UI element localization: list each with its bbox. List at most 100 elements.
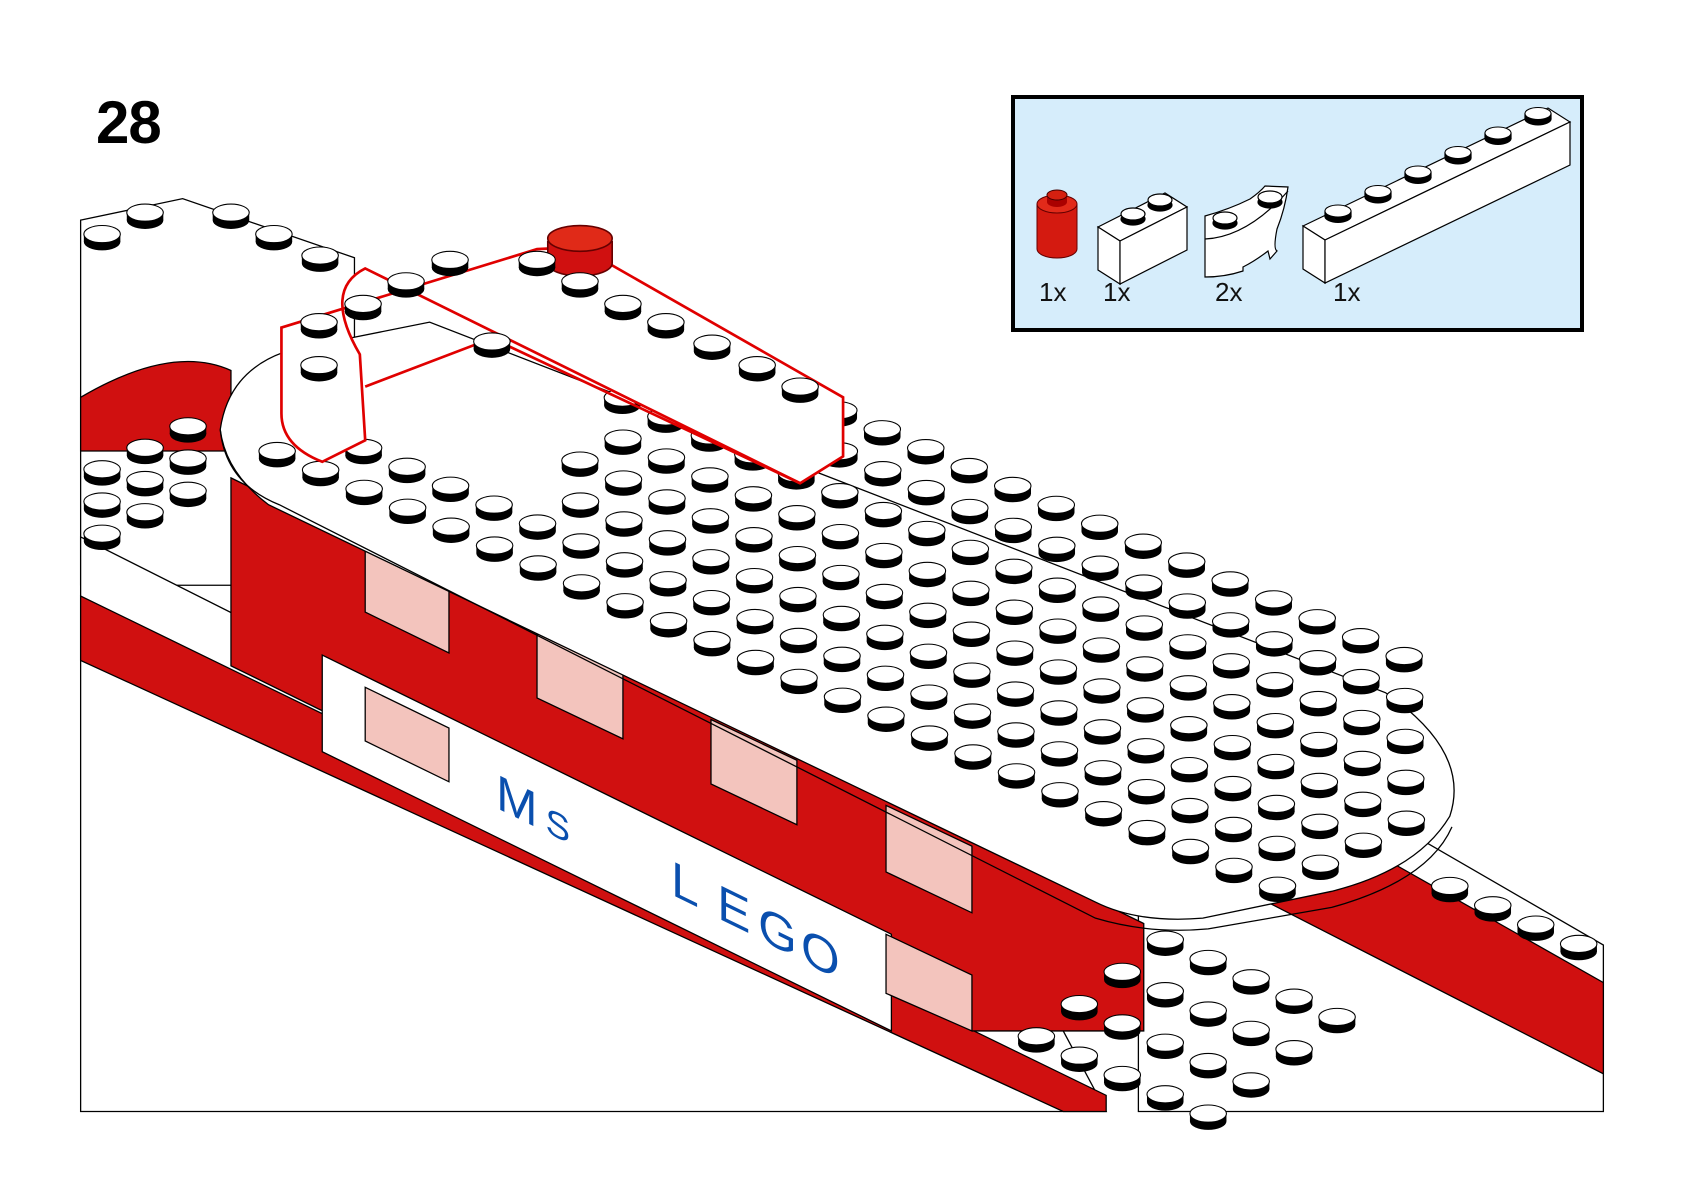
stud <box>606 593 644 619</box>
stud <box>1344 791 1382 818</box>
stud <box>649 612 688 638</box>
stud <box>649 571 687 597</box>
stud <box>1103 1065 1142 1092</box>
stud <box>1232 1072 1270 1098</box>
stud <box>604 429 642 455</box>
stud <box>996 681 1035 707</box>
stud <box>865 542 903 569</box>
stud <box>1386 769 1425 796</box>
wall-studs <box>300 250 819 403</box>
stud <box>475 536 514 562</box>
stud <box>648 530 687 556</box>
stud <box>1258 876 1297 903</box>
white-brick-1x6-icon <box>1301 107 1572 285</box>
stud <box>1258 835 1296 862</box>
stud <box>910 725 949 751</box>
stud <box>778 545 817 572</box>
stud <box>1214 816 1253 843</box>
stud <box>1256 712 1295 739</box>
stud <box>866 665 905 692</box>
stud <box>691 467 729 493</box>
stud <box>83 492 121 518</box>
stud <box>1300 731 1338 758</box>
stud <box>1431 876 1469 903</box>
stud <box>1039 659 1078 685</box>
stud <box>1404 165 1432 185</box>
stud <box>169 417 207 443</box>
stud <box>301 246 339 272</box>
stud <box>952 621 991 648</box>
stud <box>431 476 470 503</box>
stud <box>1124 574 1163 600</box>
stud <box>735 567 774 594</box>
stud <box>1082 596 1120 622</box>
stud <box>1168 593 1207 619</box>
stud <box>519 555 557 581</box>
stud <box>736 608 774 635</box>
white-brick-1x2-icon <box>1096 192 1189 286</box>
stud <box>780 668 818 695</box>
stud <box>1299 690 1338 717</box>
stud <box>1124 533 1163 559</box>
stud <box>1342 668 1381 695</box>
stud <box>604 294 642 321</box>
stud <box>821 483 859 509</box>
stud <box>953 703 992 729</box>
stud <box>1341 628 1380 654</box>
stud <box>605 552 644 578</box>
stud <box>83 460 121 486</box>
stud <box>778 505 816 531</box>
stud <box>1146 982 1185 1008</box>
stud <box>1146 1085 1185 1111</box>
stud <box>1343 750 1382 777</box>
stud <box>1127 778 1166 805</box>
stud <box>126 203 164 229</box>
stud <box>1080 514 1119 541</box>
stud <box>169 481 207 508</box>
stud <box>1041 782 1079 808</box>
stud <box>866 624 904 651</box>
part-quantity: 1x <box>1333 277 1361 307</box>
white-curved-brick-icon <box>1204 185 1289 278</box>
stud <box>997 722 1035 748</box>
stud <box>907 479 946 506</box>
stud <box>431 250 469 277</box>
stud <box>864 501 903 528</box>
stud <box>562 533 600 559</box>
stud <box>1082 637 1121 663</box>
stud <box>83 524 121 551</box>
stud <box>867 706 905 732</box>
stud <box>954 744 992 770</box>
stud <box>1232 1020 1270 1047</box>
stud <box>345 479 383 506</box>
stud <box>995 558 1033 585</box>
stud <box>1189 1052 1227 1079</box>
windows <box>364 546 973 1032</box>
stud <box>1386 728 1425 755</box>
stud <box>300 313 338 339</box>
stud <box>738 355 776 382</box>
stud <box>1040 700 1078 726</box>
stud <box>1275 988 1313 1014</box>
stud <box>1444 146 1472 165</box>
stud <box>475 495 513 521</box>
stud <box>301 460 340 487</box>
stud <box>1170 756 1209 783</box>
plate-studs <box>258 325 1426 903</box>
stud <box>996 640 1034 666</box>
stud <box>1103 1014 1142 1040</box>
stud <box>950 457 989 484</box>
stud <box>344 294 382 321</box>
stud <box>908 520 946 547</box>
stud <box>951 539 990 566</box>
stud <box>692 549 730 575</box>
stud <box>1254 590 1293 616</box>
stud <box>1255 672 1294 698</box>
stud <box>1167 552 1206 578</box>
stud <box>822 605 861 632</box>
stud <box>126 503 164 529</box>
stud <box>1298 650 1337 676</box>
stud <box>1232 969 1270 995</box>
stud <box>561 492 600 518</box>
